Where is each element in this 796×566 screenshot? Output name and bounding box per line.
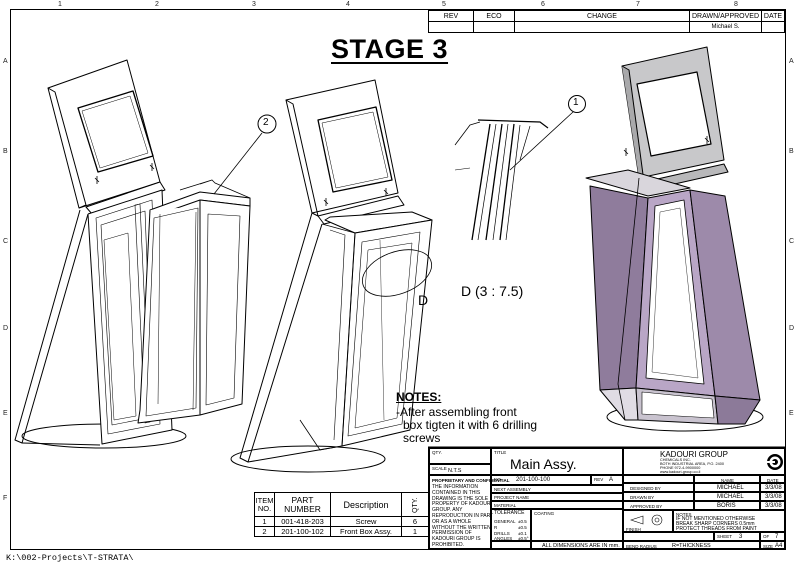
balloon-1-icon [568, 95, 586, 113]
balloon-2-label: 2 [263, 117, 269, 128]
bom-description-header: Description [330, 492, 402, 517]
detail-label: D [418, 292, 429, 308]
signoff-date: 3/3/08 [760, 483, 786, 492]
zone-label: E [789, 410, 794, 417]
drawn-approved-cell: Michael S. [689, 21, 762, 33]
zone-label: 7 [636, 1, 640, 8]
detail-circle-icon [362, 249, 432, 297]
notes-line: screws [403, 431, 441, 445]
zone-label: A [789, 58, 794, 65]
bom-qty-cell: 1 [401, 526, 429, 537]
zone-label: 2 [155, 1, 159, 8]
material-cell: MATERIAL [491, 501, 623, 509]
signoff-name: MICHAEL [694, 483, 760, 492]
balloon-2-icon [257, 114, 277, 134]
title-cell: TITLE Main Assy. [491, 448, 623, 475]
zone-label: 1 [58, 1, 62, 8]
bom-item-cell: 1 [254, 516, 275, 527]
rev-cell: REV A [591, 475, 623, 485]
zone-label: 3 [252, 1, 256, 8]
bom-qty-header: QTY. [401, 492, 429, 517]
size-cell: SIZE A4 [760, 541, 786, 550]
signoff-date: 3/3/08 [760, 501, 786, 510]
coating-cell: COATING [531, 509, 623, 541]
finish-cell: FINISH [623, 510, 673, 532]
signoff-name: MICHAEL [694, 492, 760, 501]
tolerance-cell: TOLERANCE GENERAL ±0.5 R ±0.5 DRILLS ±0.… [491, 509, 531, 541]
name-header: NAME [694, 475, 760, 483]
signoff-name: BORIS [694, 501, 760, 510]
qty-cell: QTY. [429, 448, 491, 464]
drawing-title: Main Assy. [510, 456, 577, 472]
company-cell: KADOURI GROUP CHEMICALS INC. BOTH INDUST… [623, 448, 786, 475]
projection-symbol-icon [630, 514, 663, 526]
bom-part-cell: 201-100-102 [274, 526, 331, 537]
right-shaded-kiosk-view [585, 46, 764, 432]
zone-label: B [3, 148, 8, 155]
detail-view [454, 95, 590, 245]
middle-kiosk-view [230, 79, 433, 473]
signoff-role: DESIGNED BY [623, 483, 694, 492]
sheet-cell: SHEET 3 [714, 532, 760, 541]
notes-line: -After assembling front [396, 405, 517, 419]
dims-note-cell: ALL DIMENSIONS ARE IN mm. [531, 541, 623, 550]
zone-label: B [789, 148, 794, 155]
next-assembly-cell: NEXT ASSEMBLY [491, 485, 623, 493]
signoff-role: DRAWN BY [623, 492, 694, 501]
zone-label: 8 [734, 1, 738, 8]
project-name-cell: PROJECT NAME [491, 493, 623, 501]
detail-caption: D (3 : 7.5) [461, 283, 524, 299]
zone-label: F [3, 495, 8, 502]
date-cell [761, 21, 785, 33]
signoff-date: 3/3/08 [760, 492, 786, 501]
stage-title: STAGE 3 [331, 34, 449, 64]
zone-label: C [3, 238, 9, 245]
notes-line: box tigten it with 6 drilling [403, 418, 538, 432]
zone-label: A [3, 58, 8, 65]
general-notes-cell: NOTES IF NOT MENTIONED OTHERWISE BREAK S… [673, 510, 786, 532]
date-header: DATE [760, 475, 786, 483]
zone-label: D [789, 325, 795, 332]
left-kiosk-view [14, 59, 251, 449]
zone-label: 4 [346, 1, 350, 8]
bom-part-cell: 001-418-203 [274, 516, 331, 527]
bend-radius-cell: BEND RADIUS R=THICKNESS [623, 541, 760, 550]
of-cell: OF 7 [760, 532, 786, 541]
bom-description-cell: Front Box Assy. [330, 526, 402, 537]
zone-label: 6 [541, 1, 545, 8]
zone-label: C [789, 238, 795, 245]
notes-heading: NOTES: [396, 390, 442, 404]
scale-cell: SCALE N.T.S [429, 464, 491, 475]
title-block: QTY. SCALE N.T.S PROPRIETARY AND CONFIDE… [428, 447, 786, 550]
drawing-sheet-border [10, 9, 786, 550]
bom-description-cell: Screw [330, 516, 402, 527]
balloon-1-label: 1 [573, 97, 579, 108]
company-logo-icon [766, 454, 783, 470]
file-path: K:\002-Projects\T-STRATA\ [6, 553, 134, 563]
zone-label: 5 [442, 1, 446, 8]
bom-item-cell: 2 [254, 526, 275, 537]
company-name: KADOURI GROUP [660, 450, 729, 459]
revision-table: REV ECO CHANGE DRAWN/APPROVED DATE Micha… [428, 10, 785, 33]
zone-label: E [3, 410, 8, 417]
zone-label: D [3, 325, 9, 332]
bom-qty-cell: 6 [401, 516, 429, 527]
signoff-role: APPROVED BY [623, 501, 694, 510]
proprietary-notice: PROPRIETARY AND CONFIDENTIAL THE INFORMA… [429, 475, 510, 550]
part-number-cell: NO. 201-100-100 [491, 475, 591, 485]
